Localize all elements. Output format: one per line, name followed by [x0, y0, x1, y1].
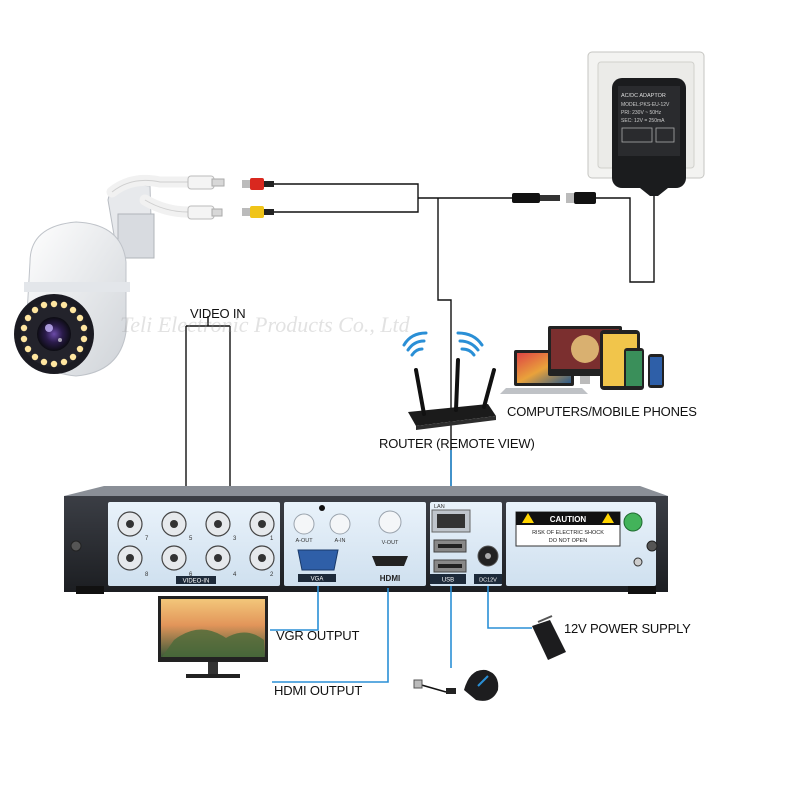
mouse-icon [464, 669, 499, 701]
camera-led-ring [20, 300, 88, 368]
power-adapter-icon: AC/DC ADAPTOR MODEL:PKS-EU-12V PRI: 230V… [612, 78, 686, 196]
usb-tag [430, 574, 466, 584]
port-number: 4 [233, 572, 237, 578]
bnc-port-group [117, 511, 275, 571]
dc-power-plug-icon [512, 192, 596, 204]
adapter-cord [596, 195, 655, 283]
video-in-port-label: VIDEO-IN [183, 579, 210, 585]
ptz-camera-icon [14, 183, 155, 377]
caution-title: CAUTION [550, 515, 587, 524]
video-in-label: VIDEO IN [190, 306, 246, 321]
rca-yellow-plug-icon [242, 206, 274, 218]
computers-label: COMPUTERS/MOBILE PHONES [507, 404, 697, 419]
power-video-cable [274, 183, 512, 490]
a-out-label: A-OUT [295, 538, 313, 544]
dc-adapter-icon [532, 615, 566, 660]
ground-screw-icon [633, 557, 643, 567]
computers-mobile-icon [500, 326, 664, 394]
watermark: Teli Electronic Products Co., Ltd [120, 312, 410, 337]
screw-hole [319, 505, 325, 511]
dc12v-label: DC12V [479, 578, 497, 584]
adapter-label-line4: SEC: 12V = 250mA [621, 118, 665, 124]
power-supply-label: 12V POWER SUPPLY [564, 621, 691, 636]
port-number: 2 [270, 572, 274, 578]
output-lines [270, 586, 532, 683]
router-label: ROUTER (REMOTE VIEW) [379, 436, 535, 451]
usb-label: USB [442, 578, 454, 584]
bnc-port-centers [126, 520, 266, 562]
video-in-wires [185, 316, 231, 498]
wifi-signal-right-icon [456, 331, 484, 357]
port-number: 8 [145, 572, 149, 578]
v-out-port [378, 510, 402, 534]
port-number: 7 [145, 536, 149, 542]
vga-port-icon [297, 549, 339, 582]
vgr-output-label: VGR OUTPUT [276, 628, 360, 643]
adapter-label-line2: MODEL:PKS-EU-12V [621, 102, 670, 108]
camera-pigtail-cable [106, 174, 225, 220]
port-number: 5 [189, 536, 193, 542]
audio-ports [293, 513, 351, 535]
v-out-label: V-OUT [382, 540, 399, 546]
port-number: 1 [270, 536, 274, 542]
router-icon [408, 358, 496, 430]
hdmi-label: HDMI [380, 574, 400, 583]
lan-port-icon [431, 509, 471, 533]
port-number: 3 [233, 536, 237, 542]
lan-label: LAN [434, 504, 445, 510]
wifi-signal-left-icon [402, 331, 428, 357]
caution-line1: RISK OF ELECTRIC SHOCK [532, 530, 604, 536]
ground-badge-icon [623, 512, 643, 532]
adapter-label-line3: PRI: 230V ~ 50Hz [621, 110, 662, 116]
video-in-tag [176, 576, 216, 584]
caution-line2: DO NOT OPEN [549, 538, 587, 544]
monitor-icon [158, 596, 268, 678]
a-in-label: A-IN [335, 538, 346, 544]
adapter-label-line1: AC/DC ADAPTOR [621, 93, 666, 99]
hdmi-output-label: HDMI OUTPUT [274, 683, 363, 698]
port-number: 6 [189, 572, 193, 578]
usb-port-icon [433, 539, 467, 573]
usb-dongle-icon [413, 679, 456, 694]
hdmi-port-icon [372, 556, 408, 566]
rca-red-plug-icon [242, 178, 274, 190]
caution-label [515, 511, 621, 547]
vga-label: VGA [311, 577, 324, 583]
